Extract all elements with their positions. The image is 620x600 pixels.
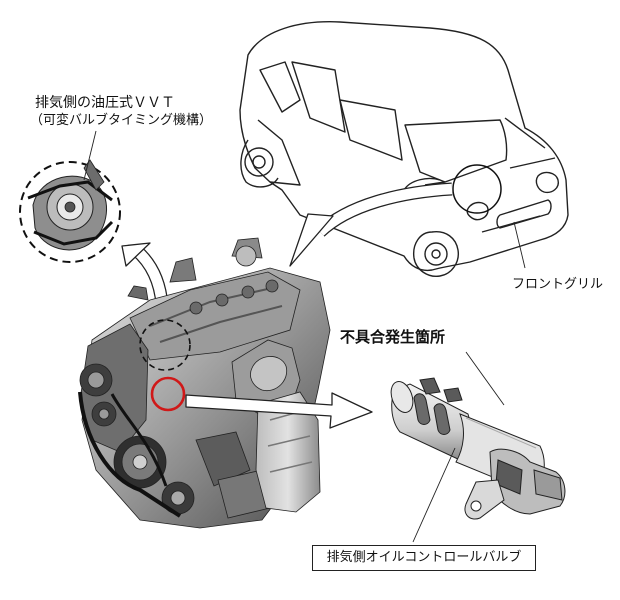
oil-control-valve [390,377,566,520]
engine-illustration [78,237,331,529]
car-to-engine-arrow [289,182,453,267]
oil-control-valve-label: 排気側オイルコントロールバルブ [312,545,536,571]
vvt-title-label: 排気側の油圧式ＶＶＴ [35,95,175,111]
vvt-detail-inset [19,159,121,263]
defect-location-label: 不具合発生箇所 [340,328,446,346]
vvt-subtitle-label: （可変バルブタイミング機構） [30,113,213,128]
defect-leader-line [465,351,505,406]
front-grille-label: フロントグリル [512,277,604,292]
defect-location-circle [150,376,186,412]
ocv-leader-line [412,447,456,543]
grille-highlight-circle [452,164,502,214]
vvt-leader-line [83,130,97,181]
car-outline [239,21,569,277]
engine-to-valve-arrow [185,392,373,429]
engine-vvt-location-circle [139,319,191,371]
grille-leader-line [513,221,526,269]
